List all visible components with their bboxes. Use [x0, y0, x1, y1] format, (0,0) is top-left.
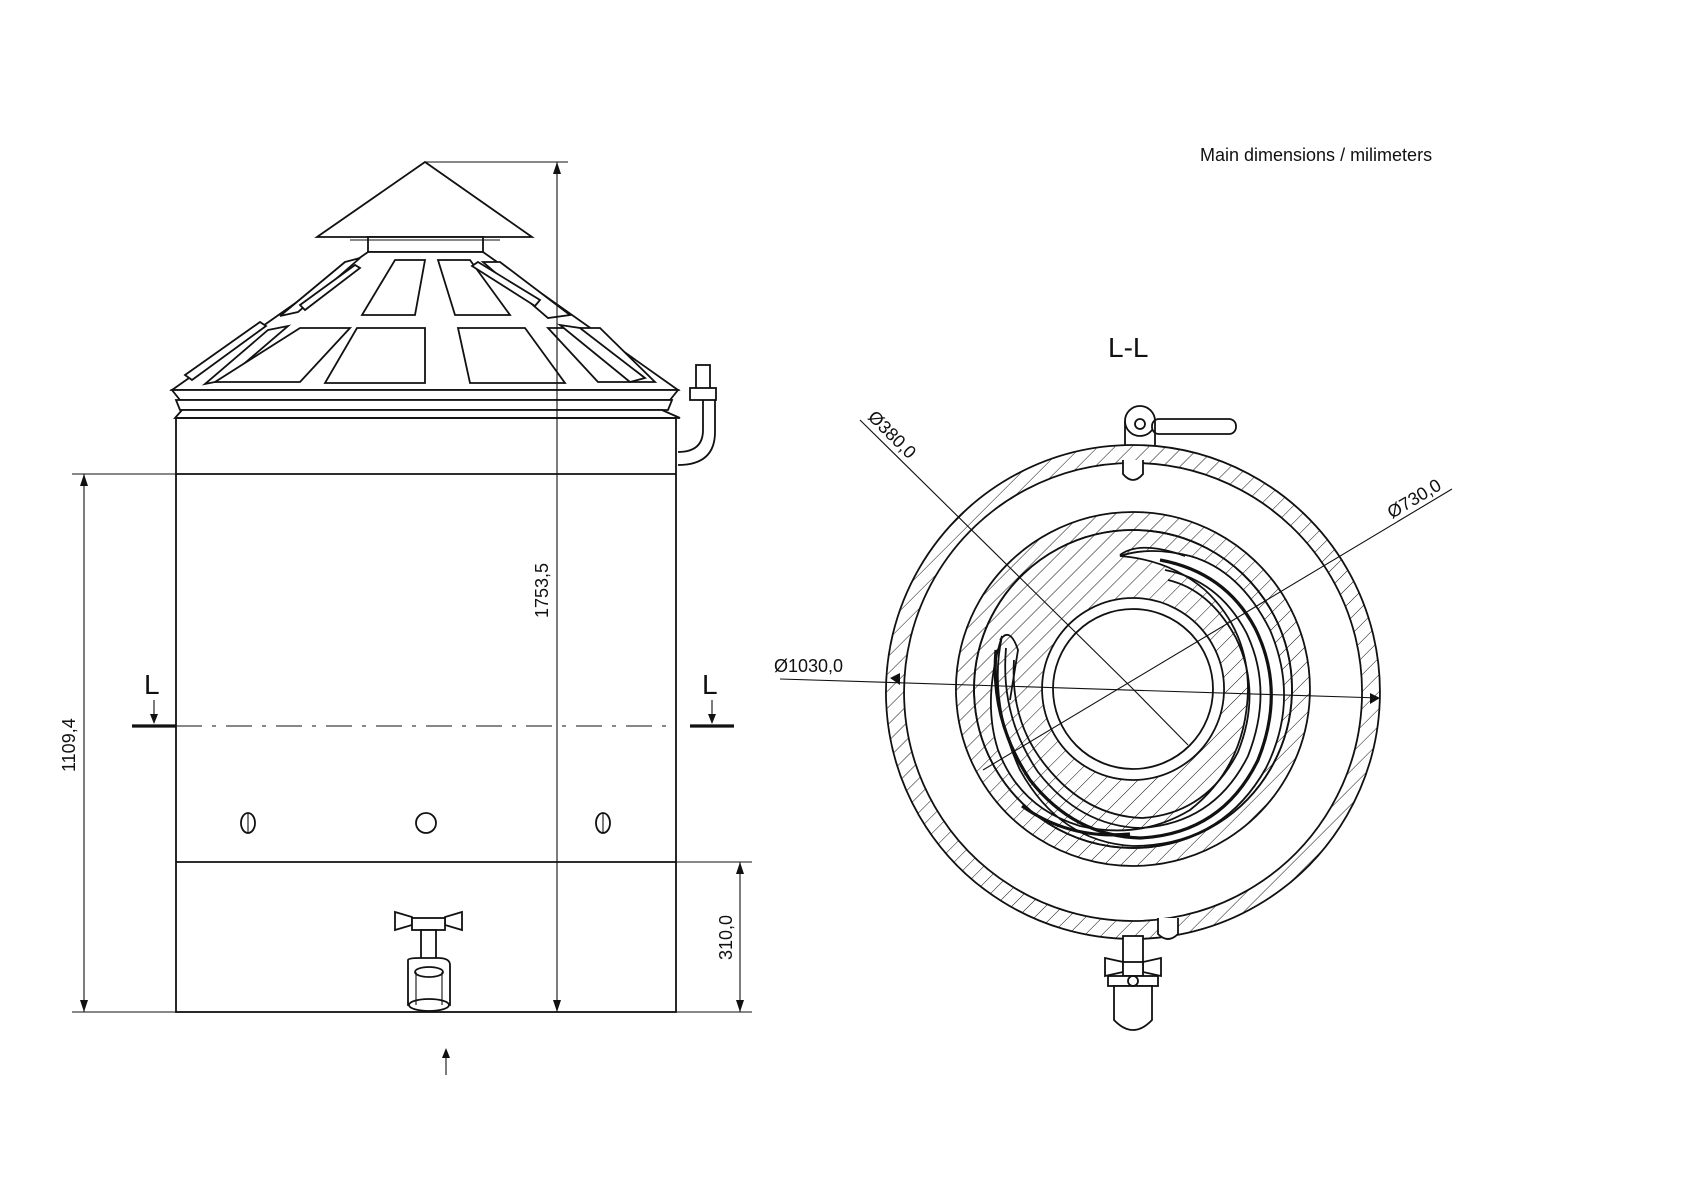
top-valve: [1124, 405, 1237, 445]
section-view: L-L: [774, 332, 1453, 1031]
bottom-drain: [1104, 935, 1162, 1031]
dim-base-height: 310,0: [676, 861, 752, 1013]
spiral-coil: [989, 546, 1285, 847]
roof-rim: [170, 389, 680, 401]
dim-total-height: 1753,5: [425, 161, 568, 1012]
dim-cut-height: 1109,4: [59, 473, 176, 1013]
dim-cut-height-label: 1109,4: [59, 718, 79, 772]
dim-total-height-label: 1753,5: [532, 563, 552, 618]
dim-outer-diameter-label: Ø1030,0: [774, 656, 843, 676]
cap-neck: [367, 236, 484, 253]
section-mark-right: L: [702, 669, 718, 700]
drain-tap: [394, 910, 463, 1012]
section-view-title: L-L: [1108, 332, 1148, 363]
tank-body: [175, 417, 677, 1013]
section-mark-left: L: [144, 669, 160, 700]
units-note: Main dimensions / milimeters: [1200, 145, 1433, 165]
inner-core-ring: [973, 529, 1293, 849]
front-elevation: L L 1753,5 1109,4 310: [59, 160, 752, 1075]
top-cap-cone: [314, 160, 535, 238]
overflow-pipe: [677, 400, 704, 453]
top-lug: [1122, 460, 1144, 481]
dim-inner-diameter-label: Ø380,0: [864, 407, 920, 463]
dim-outer-diameter: Ø1030,0: [774, 656, 1381, 704]
side-hole-center: [415, 812, 437, 834]
dim-base-height-label: 310,0: [716, 915, 736, 960]
